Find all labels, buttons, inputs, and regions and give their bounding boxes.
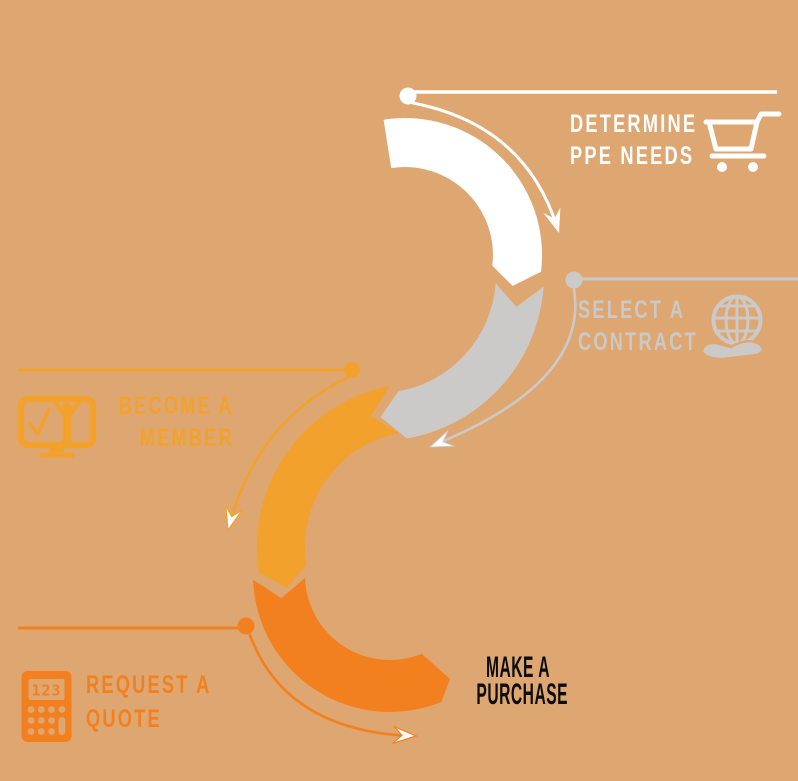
hand-shape: [700, 339, 765, 361]
swoosh-curve: [432, 287, 577, 447]
arc-segment-determine: [383, 118, 543, 286]
swoosh-curve: [248, 633, 412, 738]
step-label-line: MAKE A: [485, 651, 551, 684]
arc-segments: [253, 118, 544, 712]
step-label-determine-ppe-needs: DETERMINE PPE NEEDS: [570, 108, 697, 172]
arrowhead-icon: [225, 505, 243, 532]
swoosh-select-contract: [428, 271, 798, 448]
step-label-line: PURCHASE: [476, 678, 569, 711]
leader-dot: [399, 87, 417, 105]
step-label-line: DETERMINE: [570, 109, 698, 138]
swoosh-request-quote: [18, 617, 418, 744]
step-label-line: CONTRACT: [578, 328, 698, 356]
arc-segment-select-contract: [380, 283, 544, 439]
swoosh-determine: [399, 87, 777, 233]
step-label-line: SELECT A: [578, 296, 686, 324]
arrowhead-icon: [543, 207, 561, 233]
leader-dot: [237, 617, 255, 635]
calculator-icon: 123: [21, 671, 72, 742]
swoosh-curve: [228, 375, 351, 525]
leader-dot: [344, 362, 360, 378]
swoosh-curve: [411, 101, 559, 229]
monitor-checkmark-icon: [17, 395, 97, 458]
shopping-cart-icon: [703, 111, 782, 172]
arrowhead-icon: [428, 430, 455, 448]
arc-segment-become-member: [256, 386, 399, 588]
step-label-make-a-purchase: MAKE A PURCHASE: [476, 651, 569, 711]
step-label-line: QUOTE: [86, 705, 162, 733]
step-label-line: MEMBER: [139, 423, 234, 452]
step-label-line: PPE NEEDS: [570, 141, 695, 170]
swoosh-become-member: [18, 362, 360, 532]
leader-dot: [565, 271, 583, 289]
step-label-select-a-contract: SELECT A CONTRACT: [578, 294, 698, 358]
step-label-line: REQUEST A: [86, 671, 212, 699]
arc-segment-make-purchase: [253, 578, 450, 712]
calculator-display: 123: [31, 682, 61, 700]
step-label-request-a-quote: REQUEST A QUOTE: [86, 668, 212, 736]
globe-in-hand-icon: [700, 294, 765, 361]
step-label-line: BECOME A: [118, 391, 234, 420]
arrowhead-icon: [392, 725, 418, 744]
step-label-become-a-member: BECOME A MEMBER: [119, 390, 234, 454]
